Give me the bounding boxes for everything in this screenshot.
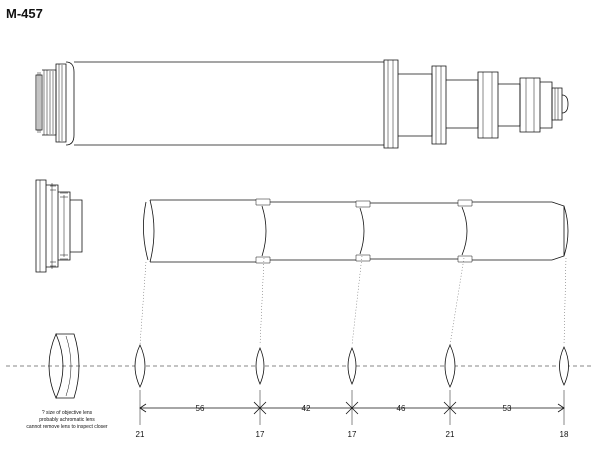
note-line-2: probably achromatic lens	[39, 417, 95, 423]
lens-5	[559, 346, 569, 386]
note-line-3: cannot remove lens to inspect closer	[26, 424, 107, 430]
objective-cell-section	[35, 179, 83, 273]
lens-3	[347, 347, 357, 385]
lens-3-diameter: 17	[348, 430, 357, 439]
lens-4-diameter: 21	[446, 430, 455, 439]
lens-1-diameter: 21	[136, 430, 145, 439]
lens-leaders	[139, 255, 567, 346]
lens-4	[444, 344, 456, 388]
spacing-1: 56	[196, 404, 205, 413]
lens-5-diameter: 18	[560, 430, 569, 439]
note-line-1: ? size of objective lens	[42, 410, 93, 416]
telescope-side-view	[35, 59, 569, 149]
drawing-title: M-457	[6, 6, 43, 21]
spacing-dimensions	[139, 390, 565, 425]
lens-row	[134, 344, 569, 388]
lens-2	[255, 347, 265, 385]
lens-1	[134, 344, 146, 388]
lens-2-diameter: 17	[256, 430, 265, 439]
spacing-2: 42	[302, 404, 311, 413]
spacing-4: 53	[503, 404, 512, 413]
extended-tube	[143, 198, 569, 264]
spacing-3: 46	[397, 404, 406, 413]
